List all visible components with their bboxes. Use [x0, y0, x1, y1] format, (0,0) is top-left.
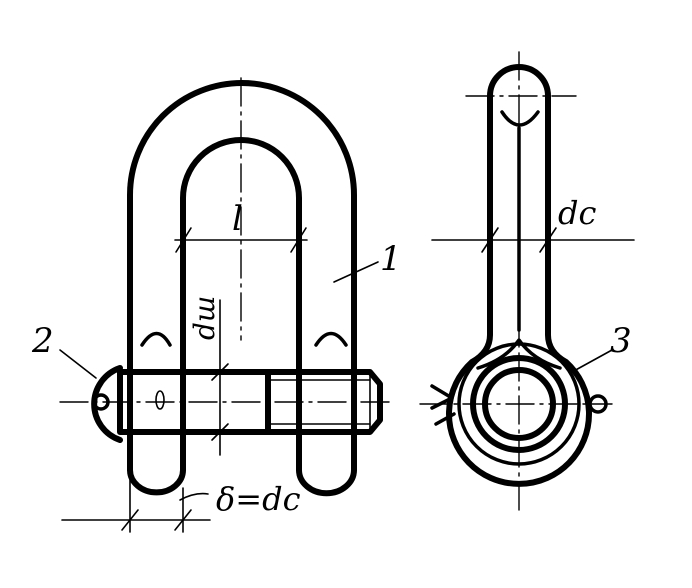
- right-leg-end: [296, 467, 357, 497]
- dim-dsh-label: dш: [188, 296, 221, 340]
- callout-2-leader: [59, 349, 97, 379]
- side-top-eye-arc: [500, 110, 540, 127]
- callout-2-label: 2: [31, 321, 54, 361]
- dim-delta-tick-left: [121, 509, 139, 531]
- callout-1-label: 1: [380, 239, 402, 279]
- callout-3-leader: [571, 349, 613, 373]
- callout-3-label: 3: [610, 321, 632, 361]
- pin-marking: [155, 390, 165, 410]
- dim-l-tick-left: [175, 227, 192, 253]
- dim-dsh-tick-top: [211, 363, 229, 381]
- dim-dc-tick-left: [481, 227, 499, 253]
- callout-1-leader: [333, 261, 379, 283]
- left-forging-arc: [140, 331, 172, 347]
- front-dimensions: l dш δ=dc: [61, 199, 308, 533]
- dim-dsh-tick-bottom: [211, 423, 229, 441]
- dim-dc-label: dc: [558, 194, 596, 232]
- side-link-outline: [446, 64, 592, 487]
- front-view: [59, 77, 396, 497]
- cotter-left-wing-lower: [434, 412, 456, 426]
- dim-dc-tick-right: [539, 227, 557, 253]
- dim-l-tick-right: [290, 227, 307, 253]
- left-leg-end: [127, 467, 186, 496]
- side-view: dc: [419, 51, 635, 511]
- part-callouts: 1 2 3: [31, 239, 632, 379]
- side-neck: [476, 338, 562, 370]
- bow-outer-contour: [127, 80, 357, 473]
- dim-delta-label: δ=dc: [216, 480, 301, 518]
- dim-delta-leader: [179, 492, 209, 501]
- right-forging-arc: [314, 331, 348, 347]
- dim-l-label: l: [232, 199, 243, 239]
- dim-delta-tick-right: [174, 509, 192, 531]
